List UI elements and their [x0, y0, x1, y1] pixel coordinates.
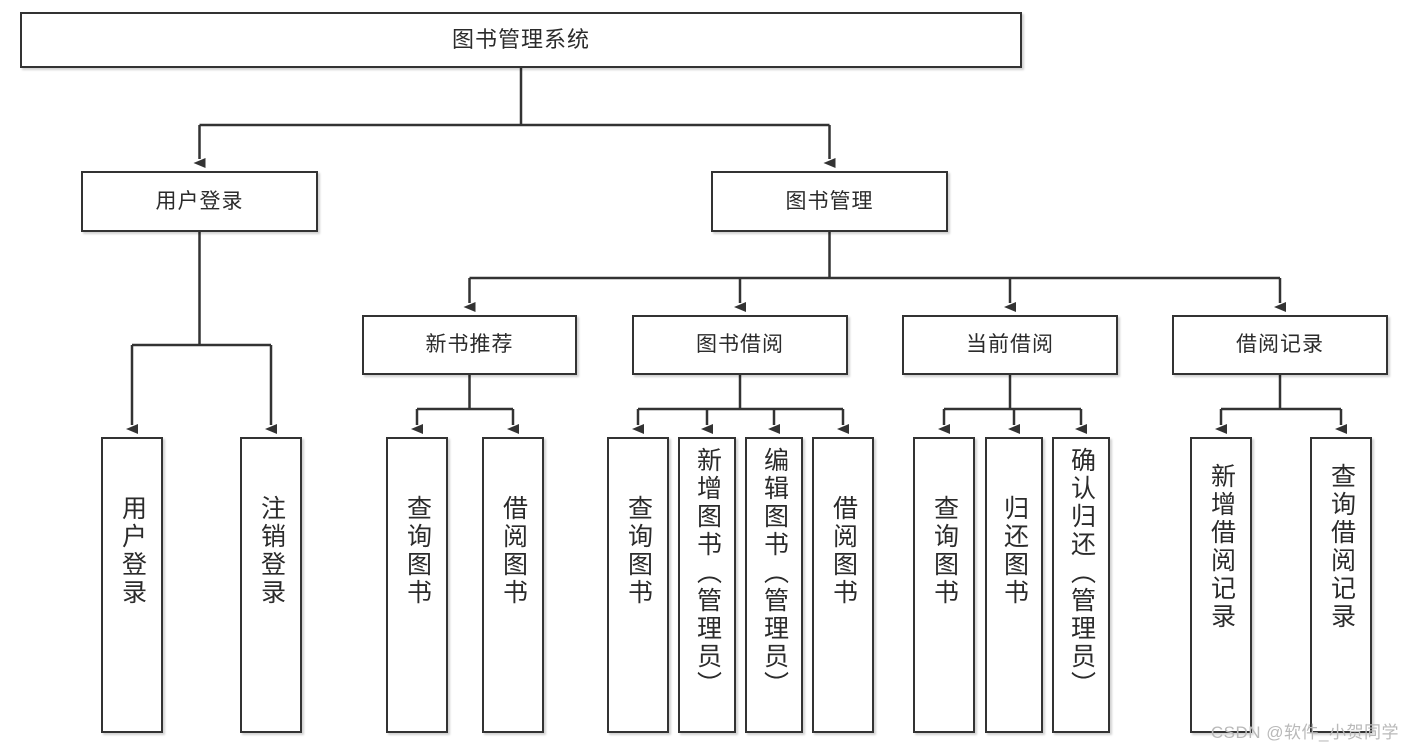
node-label: 确认归还（管理员） [1067, 447, 1096, 699]
node-login[interactable]: 用户登录 [81, 171, 318, 232]
node-label: 编辑图书（管理员） [760, 447, 789, 699]
node-label: 归还图书 [1000, 495, 1029, 607]
node-l4[interactable]: 借阅图书 [482, 437, 544, 733]
node-label: 当前借阅 [966, 333, 1054, 357]
node-label: 借阅图书 [829, 495, 858, 607]
node-label: 新增图书（管理员） [693, 447, 722, 699]
node-l8[interactable]: 借阅图书 [812, 437, 874, 733]
node-newbook[interactable]: 新书推荐 [362, 315, 577, 375]
node-label: 用户登录 [118, 495, 147, 607]
node-l7[interactable]: 编辑图书（管理员） [745, 437, 803, 733]
node-label: 借阅图书 [499, 495, 528, 607]
node-current[interactable]: 当前借阅 [902, 315, 1118, 375]
node-l5[interactable]: 查询图书 [607, 437, 669, 733]
node-label: 新书推荐 [425, 333, 514, 357]
node-root[interactable]: 图书管理系统 [20, 12, 1022, 68]
node-borrow[interactable]: 图书借阅 [632, 315, 848, 375]
node-l3[interactable]: 查询图书 [386, 437, 448, 733]
node-label: 查询图书 [624, 495, 653, 607]
node-l12[interactable]: 新增借阅记录 [1190, 437, 1252, 733]
node-label: 用户登录 [155, 189, 244, 213]
node-l6[interactable]: 新增图书（管理员） [678, 437, 736, 733]
node-l13[interactable]: 查询借阅记录 [1310, 437, 1372, 733]
node-bookmgmt[interactable]: 图书管理 [711, 171, 948, 232]
node-label: 查询图书 [403, 495, 432, 607]
node-l10[interactable]: 归还图书 [985, 437, 1043, 733]
node-label: 图书管理 [785, 189, 874, 213]
node-label: 新增借阅记录 [1207, 463, 1236, 631]
node-label: 注销登录 [257, 495, 286, 607]
node-label: 图书管理系统 [451, 26, 590, 52]
node-label: 图书借阅 [696, 333, 784, 357]
node-l9[interactable]: 查询图书 [913, 437, 975, 733]
node-label: 借阅记录 [1236, 333, 1324, 357]
node-label: 查询图书 [930, 495, 959, 607]
node-label: 查询借阅记录 [1327, 463, 1356, 631]
watermark-text: CSDN @软件_小贺同学 [1210, 723, 1399, 742]
node-l1[interactable]: 用户登录 [101, 437, 163, 733]
node-l2[interactable]: 注销登录 [240, 437, 302, 733]
node-records[interactable]: 借阅记录 [1172, 315, 1388, 375]
node-l11[interactable]: 确认归还（管理员） [1052, 437, 1110, 733]
